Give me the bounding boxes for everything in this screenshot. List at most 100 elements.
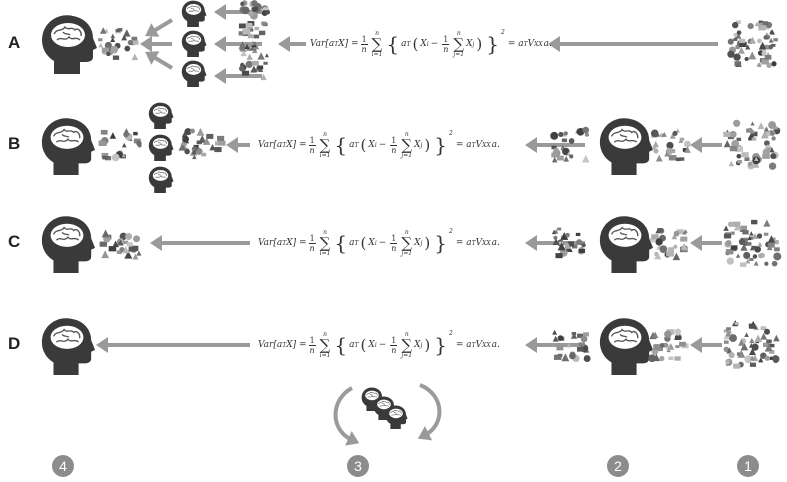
- data-point: [754, 156, 759, 161]
- data-point: [557, 335, 564, 341]
- head-row-d-final: [41, 317, 96, 375]
- data-point: [122, 246, 130, 254]
- row-label-d: D: [8, 334, 21, 353]
- data-point: [666, 147, 671, 152]
- data-point: [184, 148, 190, 155]
- step-3-badge: 3: [347, 455, 369, 477]
- data-point: [556, 155, 564, 161]
- data-point: [666, 251, 674, 257]
- head-row-d-analyst: [599, 317, 654, 375]
- data-point: [575, 232, 581, 236]
- data-point: [555, 253, 563, 259]
- data-point: [725, 330, 732, 337]
- data-point: [726, 257, 734, 265]
- data-point: [578, 248, 586, 254]
- data-point: [751, 219, 758, 225]
- data-point: [257, 65, 264, 70]
- data-point: [747, 235, 752, 241]
- data-point: [680, 236, 688, 242]
- head-row-b-1: [148, 102, 174, 129]
- head-row-a-2: [181, 30, 207, 57]
- data-point: [664, 151, 670, 157]
- data-point: [561, 241, 568, 246]
- data-point: [769, 29, 774, 34]
- data-point: [251, 47, 258, 54]
- data-point: [257, 52, 265, 60]
- data-point: [122, 142, 127, 148]
- cycle-arrow-left-icon: [333, 386, 360, 446]
- data-point: [110, 37, 116, 42]
- data-point: [240, 49, 247, 57]
- data-point: [655, 228, 661, 234]
- data-point: [133, 131, 138, 135]
- data-point: [763, 342, 770, 348]
- data-point: [560, 232, 569, 240]
- data-point: [669, 132, 676, 139]
- data-point: [771, 43, 776, 47]
- data-point: [132, 253, 139, 260]
- data-point: [653, 129, 660, 137]
- data-point: [748, 348, 756, 356]
- data-point: [136, 140, 142, 147]
- data-point: [131, 53, 139, 61]
- data-point: [251, 60, 259, 66]
- data-point: [563, 131, 568, 136]
- data-point: [191, 149, 197, 155]
- data-point: [733, 32, 738, 38]
- data-point: [770, 153, 777, 160]
- data-point: [736, 153, 742, 159]
- data-point: [214, 147, 222, 153]
- data-point: [757, 241, 763, 247]
- data-point: [202, 137, 211, 145]
- data-point: [111, 153, 120, 162]
- data-point: [735, 253, 741, 258]
- data-point: [105, 156, 112, 161]
- data-point: [132, 40, 139, 45]
- data-point: [654, 252, 662, 260]
- data-point: [764, 54, 772, 60]
- data-point: [565, 232, 570, 238]
- data-point: [751, 343, 759, 351]
- data-point: [723, 140, 731, 148]
- data-point: [745, 258, 751, 264]
- data-point: [769, 147, 775, 153]
- data-point: [249, 28, 254, 32]
- head-row-a-final: [41, 14, 98, 74]
- data-point: [739, 38, 746, 44]
- data-point: [748, 51, 757, 60]
- cluster-row-b-raw: [723, 119, 781, 170]
- data-point: [109, 132, 117, 139]
- data-point: [99, 241, 108, 247]
- head-row-d-3: [385, 405, 408, 429]
- cluster-row-d-selected: [552, 329, 591, 363]
- data-point: [723, 340, 729, 344]
- cluster-row-b-selected: [550, 126, 590, 163]
- cluster-row-a-circles: [239, 0, 271, 20]
- data-point: [664, 330, 672, 338]
- data-point: [748, 137, 753, 141]
- data-point: [753, 260, 759, 266]
- arrow-icon: [145, 51, 174, 70]
- data-point: [217, 135, 225, 141]
- data-point: [732, 221, 741, 227]
- data-point: [562, 147, 570, 156]
- data-point: [760, 326, 767, 331]
- data-point: [723, 329, 729, 333]
- data-point: [240, 1, 245, 7]
- cluster-row-c-filtered: [649, 227, 689, 261]
- data-point: [672, 130, 678, 136]
- data-point: [763, 232, 769, 236]
- data-point: [764, 355, 770, 361]
- data-point: [100, 129, 108, 135]
- data-point: [123, 132, 129, 138]
- data-point: [754, 245, 762, 253]
- cluster-row-d-filtered: [648, 328, 689, 363]
- data-point: [556, 345, 564, 351]
- data-point: [762, 21, 768, 25]
- data-point: [247, 34, 254, 39]
- data-point: [102, 155, 108, 160]
- data-point: [766, 339, 772, 344]
- data-point: [184, 128, 192, 136]
